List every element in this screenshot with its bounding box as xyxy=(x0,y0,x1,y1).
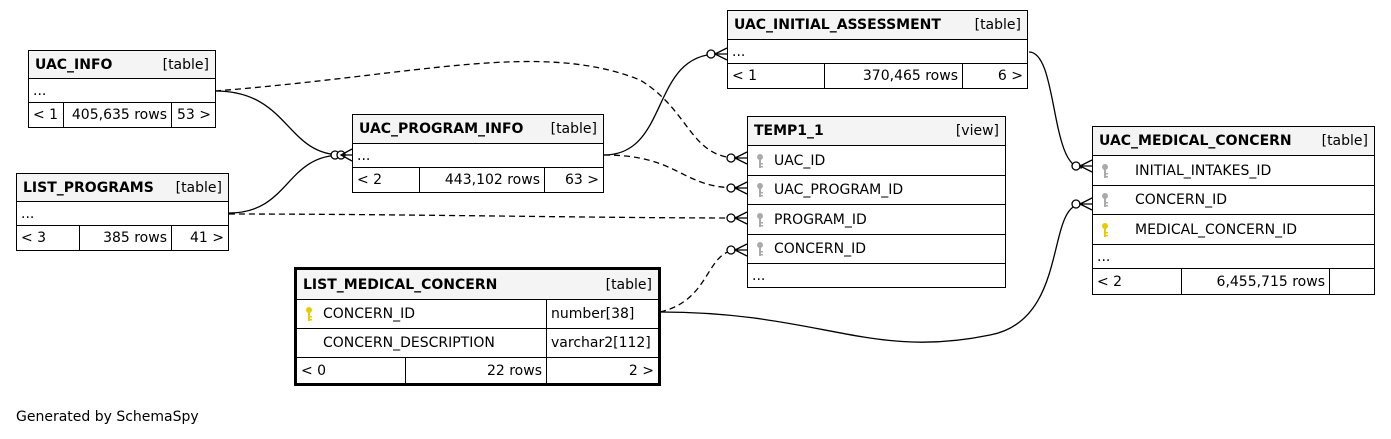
table-kind: [table] xyxy=(605,276,652,293)
edge-list-programs-to-temp1-program-id xyxy=(228,213,739,219)
children-count: 41 > xyxy=(171,226,228,250)
parents-count: < 2 xyxy=(1097,273,1123,290)
table-temp1-1[interactable]: TEMP1_1 [view] UAC_ID UAC_PROGRAM_ID PROG… xyxy=(747,116,1006,288)
parents-count: < 2 xyxy=(357,172,383,188)
primary-key-icon xyxy=(306,307,312,321)
column-name: UAC_ID xyxy=(774,152,826,169)
cardinality-markers xyxy=(330,47,1093,257)
column-name: CONCERN_ID xyxy=(323,306,415,322)
more-columns: ... xyxy=(1097,248,1111,265)
table-kind: [table] xyxy=(162,56,209,73)
foreign-key-icon xyxy=(757,212,763,227)
edge-program-info-to-initial-assessment xyxy=(603,53,719,156)
table-name: UAC_PROGRAM_INFO xyxy=(359,121,524,137)
row-count: 443,102 rows xyxy=(419,168,544,192)
column-program-id: PROGRAM_ID xyxy=(748,205,871,234)
more-columns: ... xyxy=(732,43,746,60)
row-count: 22 rows xyxy=(405,358,546,383)
row-count: 6,455,715 rows xyxy=(1181,269,1329,294)
column-name: CONCERN_DESCRIPTION xyxy=(323,335,495,351)
more-columns: ... xyxy=(33,82,47,99)
column-uac-program-id: UAC_PROGRAM_ID xyxy=(748,176,907,204)
row-count: 370,465 rows xyxy=(824,64,962,88)
parents-count: < 1 xyxy=(33,107,59,123)
column-type: varchar2[112] xyxy=(546,329,658,357)
foreign-key-icon xyxy=(1102,163,1108,178)
edge-list-medical-concern-to-medical-concern xyxy=(659,203,1083,343)
table-uac-medical-concern[interactable]: UAC_MEDICAL_CONCERN [table] INITIAL_INTAK… xyxy=(1092,126,1375,295)
generated-by-footer: Generated by SchemaSpy xyxy=(16,409,199,425)
parents-count: < 1 xyxy=(732,68,758,84)
children-count: 6 > xyxy=(962,64,1027,88)
edge-program-info-to-temp1-program-id xyxy=(603,154,739,189)
children-count: 2 > xyxy=(546,358,658,383)
column-concern-description: CONCERN_DESCRIPTION xyxy=(297,329,546,357)
more-columns: ... xyxy=(357,147,371,164)
table-uac-initial-assessment[interactable]: UAC_INITIAL_ASSESSMENT [table] ... < 1 37… xyxy=(727,10,1028,89)
edge-list-medical-concern-to-temp1-concern-id xyxy=(659,249,739,313)
edge-uac-info-to-program-info xyxy=(214,90,343,156)
table-list-medical-concern[interactable]: LIST_MEDICAL_CONCERN [table] CONCERN_ID n… xyxy=(294,267,661,386)
edge-list-programs-to-program-info xyxy=(228,154,343,214)
foreign-key-icon xyxy=(757,242,763,256)
foreign-key-icon xyxy=(757,153,763,168)
column-concern-id: CONCERN_ID xyxy=(297,300,546,328)
table-name: UAC_INFO xyxy=(35,56,113,73)
table-uac-info[interactable]: UAC_INFO [table] ... < 1 405,635 rows 53 … xyxy=(28,50,216,128)
column-name: MEDICAL_CONCERN_ID xyxy=(1135,221,1297,238)
column-name: PROGRAM_ID xyxy=(774,211,867,228)
table-name: LIST_MEDICAL_CONCERN xyxy=(303,276,498,293)
column-concern-id: CONCERN_ID xyxy=(748,235,870,263)
table-uac-program-info[interactable]: UAC_PROGRAM_INFO [table] ... < 2 443,102 … xyxy=(352,114,604,193)
column-name: INITIAL_INTAKES_ID xyxy=(1135,162,1272,179)
table-kind: [view] xyxy=(955,123,999,139)
children-count: 53 > xyxy=(171,103,215,127)
column-uac-id: UAC_ID xyxy=(748,146,829,175)
table-name: TEMP1_1 xyxy=(754,123,824,139)
row-count: 405,635 rows xyxy=(63,103,171,127)
more-columns: ... xyxy=(21,205,35,222)
column-name: UAC_PROGRAM_ID xyxy=(774,182,904,198)
foreign-key-icon xyxy=(757,183,763,197)
row-count: 385 rows xyxy=(79,226,171,250)
table-name: UAC_MEDICAL_CONCERN xyxy=(1099,133,1292,149)
edge-initial-assessment-to-medical-concern xyxy=(1028,51,1083,169)
table-name: UAC_INITIAL_ASSESSMENT xyxy=(734,17,941,33)
column-type: number[38] xyxy=(546,300,658,328)
edge-uac-info-to-temp1-uac-id xyxy=(214,60,739,159)
children-count: 63 > xyxy=(544,168,603,192)
column-name: CONCERN_ID xyxy=(774,241,866,257)
table-kind: [table] xyxy=(974,17,1021,33)
parents-count: < 3 xyxy=(21,230,47,246)
column-initial-intakes-id: INITIAL_INTAKES_ID xyxy=(1093,156,1275,185)
table-kind: [table] xyxy=(550,121,597,137)
table-kind: [table] xyxy=(175,179,222,196)
column-medical-concern-id: MEDICAL_CONCERN_ID xyxy=(1093,215,1301,244)
column-name: CONCERN_ID xyxy=(1135,192,1227,208)
table-name: LIST_PROGRAMS xyxy=(23,179,154,196)
table-kind: [table] xyxy=(1321,133,1368,149)
foreign-key-icon xyxy=(1102,193,1108,207)
more-columns: ... xyxy=(752,267,766,284)
children-count xyxy=(1329,269,1374,294)
table-list-programs[interactable]: LIST_PROGRAMS [table] ... < 3 385 rows 41… xyxy=(16,173,229,251)
parents-count: < 0 xyxy=(301,362,327,379)
column-concern-id: CONCERN_ID xyxy=(1093,186,1231,214)
primary-key-icon xyxy=(1102,222,1108,237)
